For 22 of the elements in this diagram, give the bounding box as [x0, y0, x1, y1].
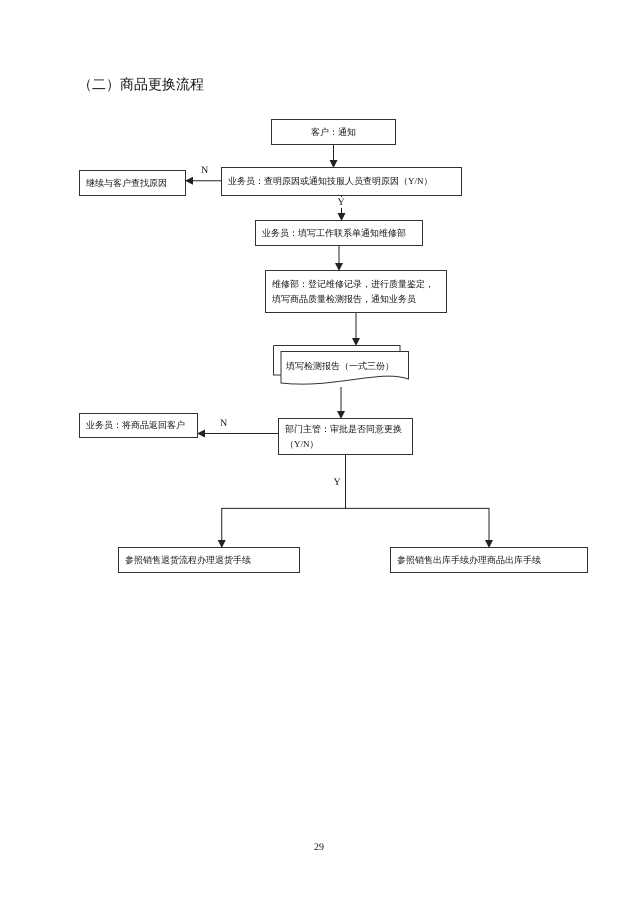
edge-label: N: [201, 164, 208, 176]
decision-box: 部门主管：审批是否同意更换（Y/N）: [278, 418, 413, 455]
edge-label: Y: [334, 477, 341, 488]
edge-label: Y: [338, 197, 345, 208]
page-number: 29: [314, 842, 324, 853]
arrow: [352, 312, 360, 346]
process-box: 继续与客户查找原因: [79, 170, 186, 196]
process-box: 业务员：填写工作联系单通知维修部: [255, 220, 423, 246]
process-box: 客户：通知: [271, 119, 396, 145]
process-box: 业务员：将商品返回客户: [79, 413, 198, 438]
arrow: [330, 144, 338, 168]
arrow: [335, 246, 343, 271]
edge-label: N: [220, 418, 228, 428]
process-box: 维修部：登记维修记录，进行质量鉴定，填写商品质量检测报告，通知业务员: [265, 270, 447, 313]
title: （二）商品更换流程: [78, 76, 204, 94]
process-box: 参照销售出库手续办理商品出库手续: [390, 547, 588, 573]
process-box: 参照销售退货流程办理退货手续: [118, 547, 300, 573]
arrow: [345, 454, 493, 548]
arrow: [197, 430, 278, 438]
arrow: [337, 386, 345, 419]
arrow: [185, 176, 222, 185]
decision-box: 业务员：查明原因或通知技服人员查明原因（Y/N）: [221, 167, 462, 196]
